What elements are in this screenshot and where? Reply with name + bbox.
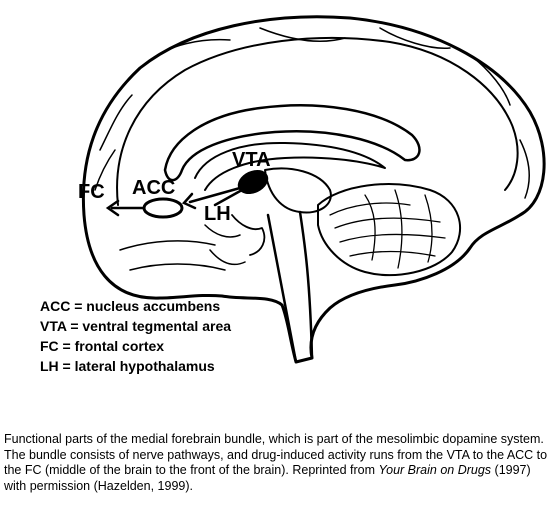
label-lh: LH [204, 203, 231, 225]
caption-text-start: Functional parts of the medial forebrain… [4, 432, 548, 477]
label-fc: FC [78, 181, 105, 203]
hypothalamus [231, 214, 266, 256]
cortex-band [116, 36, 519, 206]
pathway-vta-lh [213, 188, 244, 207]
label-vta: VTA [232, 149, 271, 171]
cerebellum-folia [329, 189, 446, 269]
figure-caption: Functional parts of the medial forebrain… [4, 432, 550, 494]
acc-region [142, 197, 184, 219]
legend: ACC = nucleus accumbens VTA = ventral te… [40, 296, 231, 376]
pathway-vta-acc [188, 186, 242, 204]
corpus-callosum [163, 104, 421, 182]
brain-diagram: FC ACC VTA LH [78, 15, 546, 364]
label-acc: ACC [132, 177, 175, 199]
legend-item-vta: VTA = ventral tegmental area [40, 318, 232, 334]
caption-book-title: Your Brain on Drugs [378, 463, 492, 477]
legend-item-lh: LH = lateral hypothalamus [40, 358, 215, 374]
fornix [194, 141, 386, 191]
arrowhead-fc [105, 199, 120, 217]
caption-text-end: (1997) with permission (Hazelden, 1999). [4, 463, 531, 493]
gyri-lines [94, 27, 530, 199]
vta-region [237, 169, 269, 195]
cerebellum [317, 183, 461, 276]
brainstem [266, 210, 314, 364]
thalamus [264, 167, 332, 214]
arrowhead-acc [181, 192, 197, 210]
legend-item-fc: FC = frontal cortex [40, 338, 165, 354]
orbital-sulci [119, 224, 246, 271]
legend-item-acc: ACC = nucleus accumbens [40, 298, 221, 314]
